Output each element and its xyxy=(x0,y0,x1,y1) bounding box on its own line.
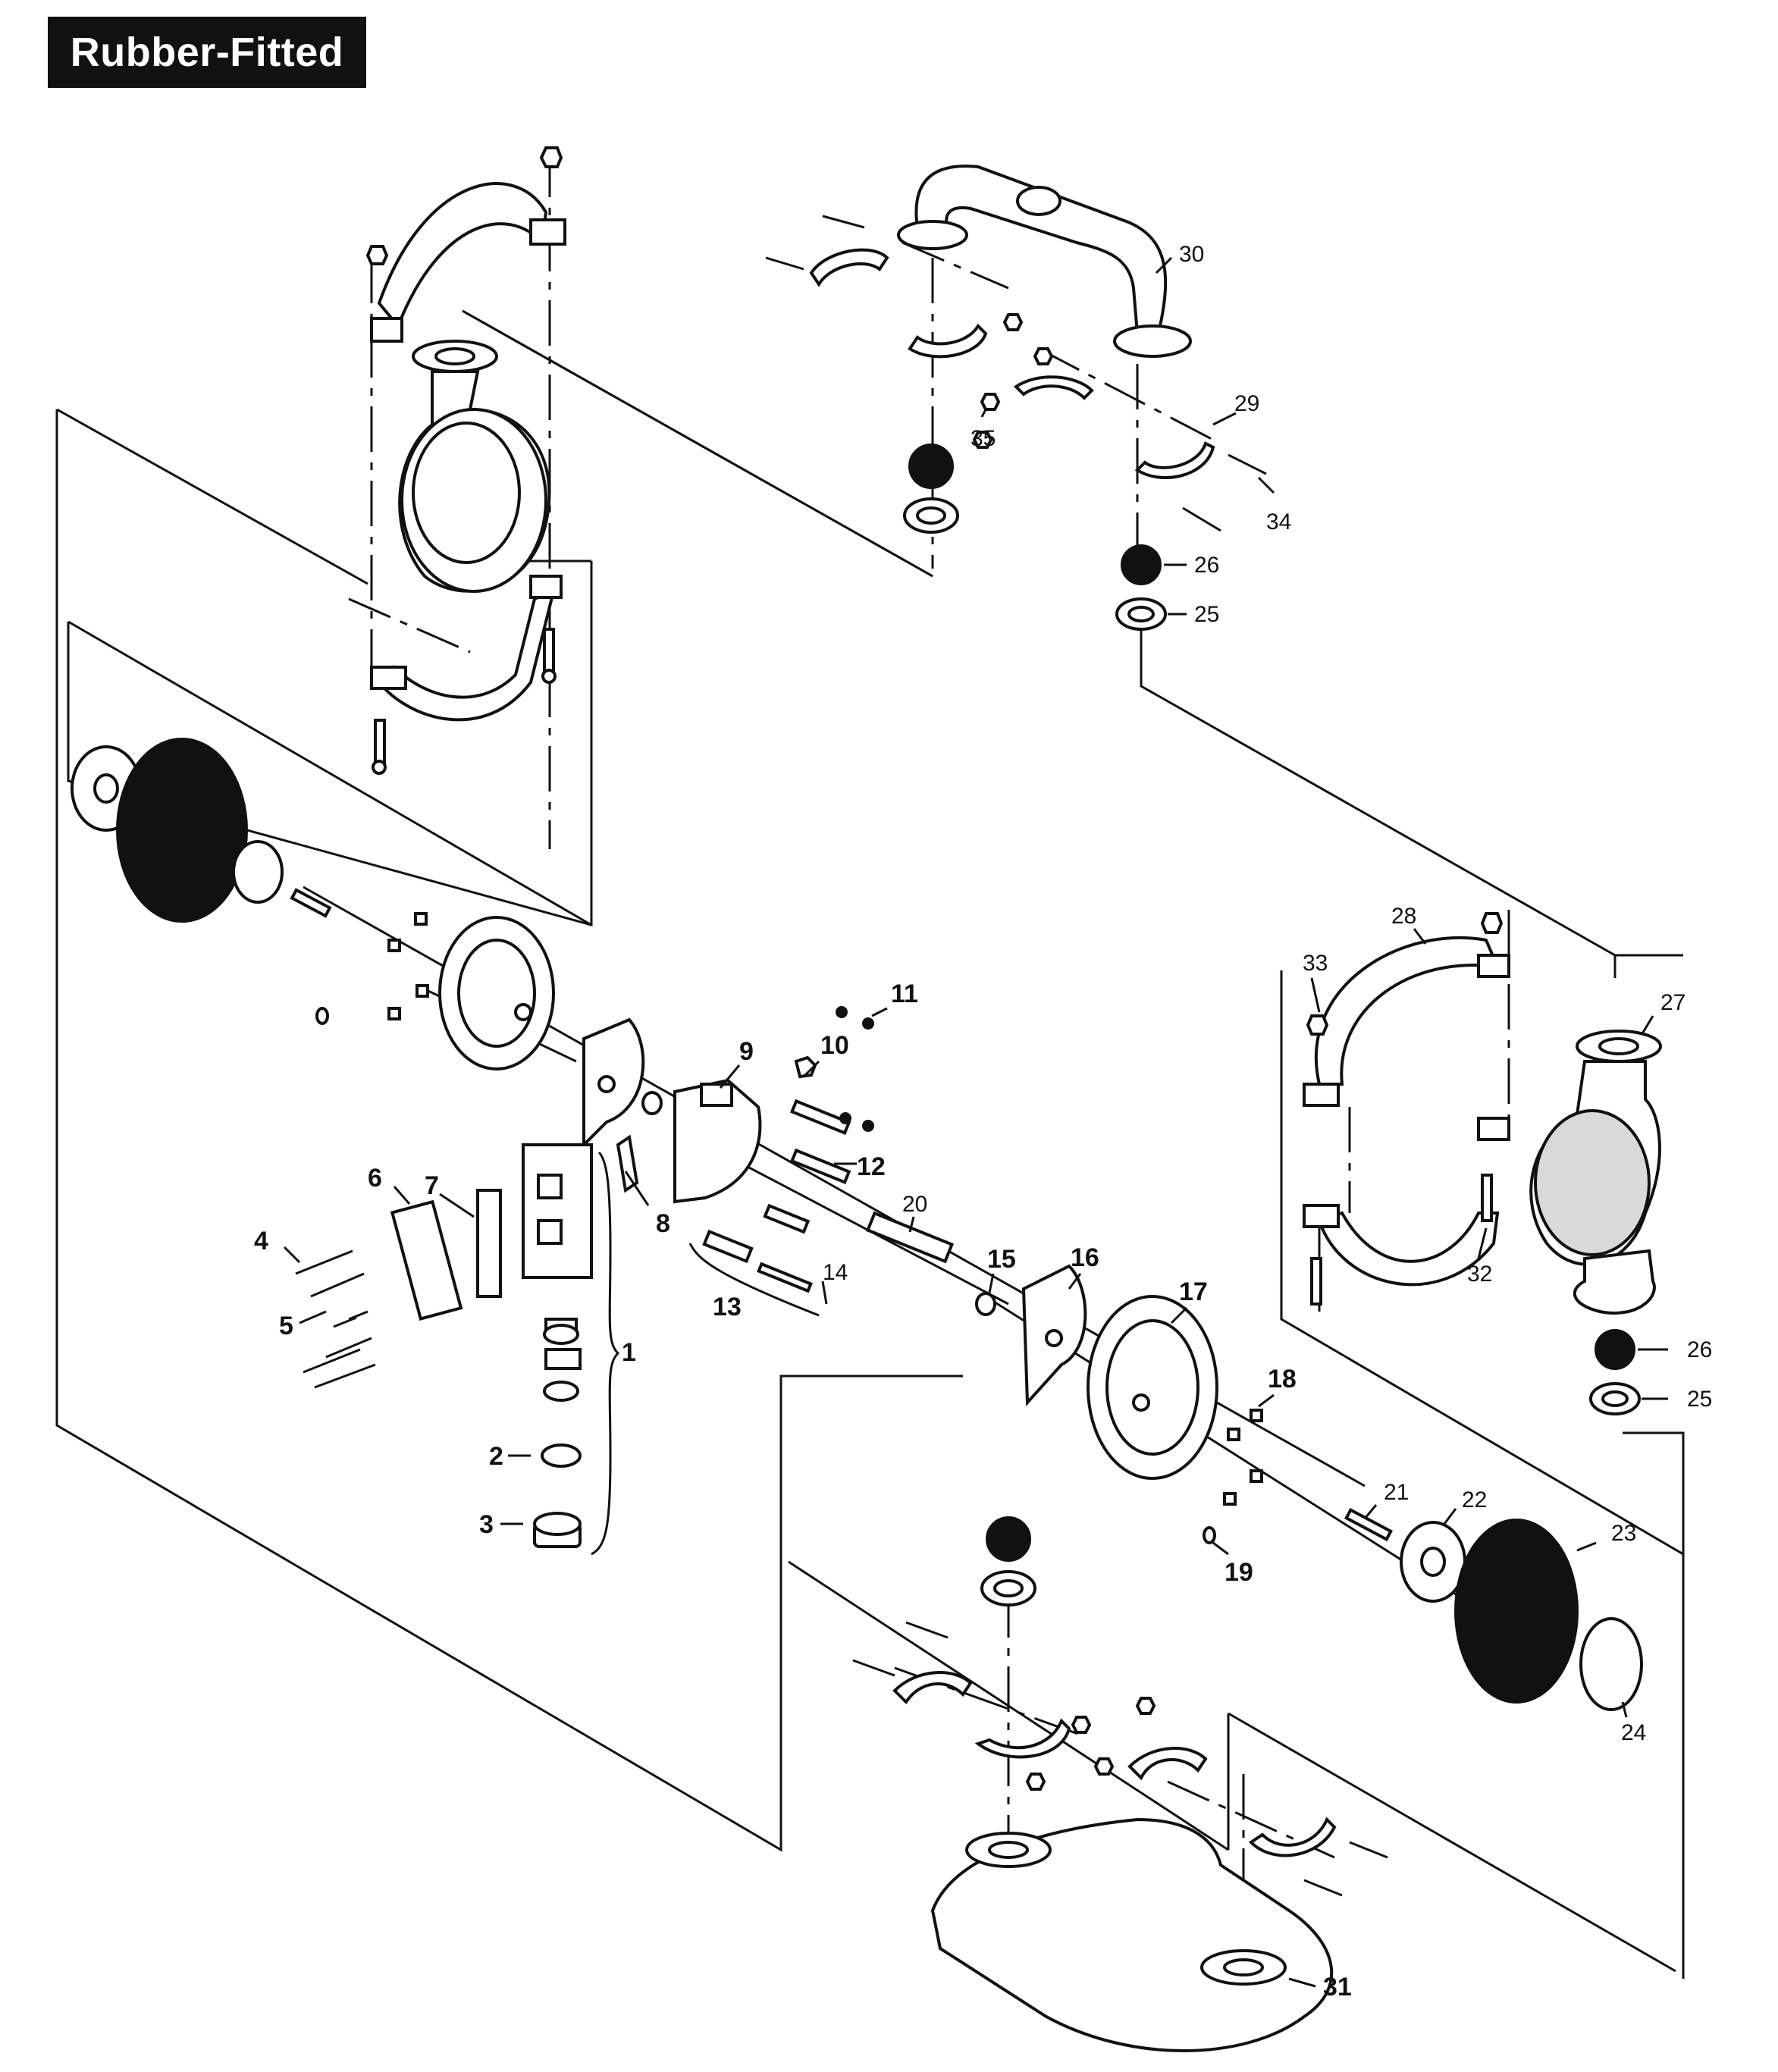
part-label-25-top: 25 xyxy=(1194,602,1219,627)
part-label-21: 21 xyxy=(1384,1480,1409,1505)
part-label-10: 10 xyxy=(820,1031,849,1060)
left-bolts-group xyxy=(295,1249,376,1389)
part-label-34: 34 xyxy=(1266,509,1291,534)
part-label-31: 31 xyxy=(1323,1973,1352,2001)
part-label-27: 27 xyxy=(1660,990,1685,1015)
part-label-25-right: 25 xyxy=(1687,1387,1712,1412)
part-label-2: 2 xyxy=(489,1442,503,1471)
part-labels: 1 2 3 4 5 6 7 8 9 10 11 12 13 14 15 16 1… xyxy=(254,242,1712,2001)
discharge-manifold-group xyxy=(765,165,1267,631)
part-label-32: 32 xyxy=(1467,1262,1492,1287)
leader-lines xyxy=(283,256,1668,1988)
part-label-5: 5 xyxy=(279,1312,293,1340)
part-label-20: 20 xyxy=(902,1192,927,1217)
part-label-23: 23 xyxy=(1611,1521,1636,1546)
diagram-title: Rubber-Fitted xyxy=(48,17,366,88)
assembly-guide-lines xyxy=(55,152,1685,1979)
part-label-26-right: 26 xyxy=(1687,1337,1712,1362)
right-outer-chamber-assembly xyxy=(1303,912,1662,1415)
item-1-bracket xyxy=(591,1151,820,1556)
part-label-14: 14 xyxy=(823,1260,848,1285)
part-label-13: 13 xyxy=(713,1293,742,1321)
inlet-manifold-group xyxy=(852,1516,1388,2052)
part-label-22: 22 xyxy=(1462,1487,1487,1512)
part-label-6: 6 xyxy=(368,1164,382,1193)
part-label-29: 29 xyxy=(1234,391,1259,416)
part-label-12: 12 xyxy=(857,1152,886,1181)
part-label-28: 28 xyxy=(1391,904,1416,929)
left-diaphragm-group xyxy=(71,738,555,1070)
part-label-4: 4 xyxy=(254,1227,268,1255)
part-label-16: 16 xyxy=(1071,1243,1099,1272)
left-outer-chamber-assembly xyxy=(365,146,566,775)
part-label-26-top: 26 xyxy=(1194,553,1219,578)
part-label-11: 11 xyxy=(891,980,918,1008)
part-label-1: 1 xyxy=(622,1338,636,1367)
part-label-30: 30 xyxy=(1179,242,1204,267)
part-label-33: 33 xyxy=(1303,951,1328,976)
part-label-8: 8 xyxy=(656,1209,670,1238)
part-label-24: 24 xyxy=(1621,1720,1646,1745)
part-label-7: 7 xyxy=(425,1171,439,1200)
center-section-group xyxy=(390,1006,1643,1711)
part-label-15: 15 xyxy=(987,1245,1016,1274)
part-label-9: 9 xyxy=(739,1037,754,1066)
part-label-19: 19 xyxy=(1225,1558,1253,1587)
part-label-18: 18 xyxy=(1268,1365,1297,1393)
part-label-35: 35 xyxy=(971,426,996,451)
part-label-17: 17 xyxy=(1179,1277,1208,1306)
part-label-3: 3 xyxy=(479,1510,494,1539)
